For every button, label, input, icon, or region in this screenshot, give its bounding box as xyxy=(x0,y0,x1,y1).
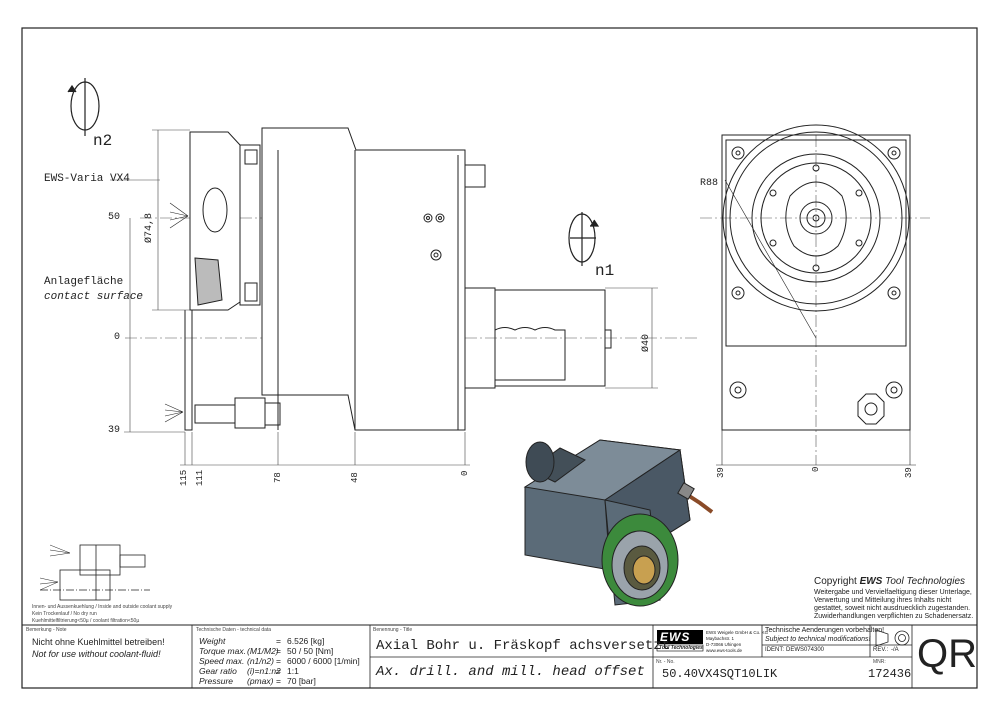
logo-text: EWS xyxy=(660,630,691,644)
tech-row-eq: = xyxy=(276,676,281,686)
rotation-label-n1: n1 xyxy=(595,262,615,280)
tech-data-table: Weight = 6.526 [kg] Torque max. (M1/M2) … xyxy=(199,636,369,686)
dim-right-0: 0 xyxy=(811,466,821,472)
tech-row-eq: = xyxy=(276,666,281,676)
label-anlageflaeche: Anlagefläche xyxy=(44,276,124,288)
iso-view xyxy=(523,439,714,607)
label-contact-surface: contact surface xyxy=(44,291,144,303)
coolant-note-1: Innen- und Aussenkuehlung / Inside and o… xyxy=(32,604,173,610)
tech-row-param: (n1/n2) xyxy=(247,656,274,666)
copyright-line-4: Zuwiderhandlungen verpflichten zu Schade… xyxy=(814,613,974,620)
rotation-symbol-n2 xyxy=(67,78,100,136)
remark-de: Nicht ohne Kuehlmittel betreiben! xyxy=(32,637,165,647)
dim-right-39-right: 39 xyxy=(904,467,914,478)
dim-39-left: 39 xyxy=(108,425,121,436)
sheet-border xyxy=(21,27,978,689)
part-number: 50.40VX4SQT10LIK xyxy=(662,667,778,681)
dim-d40: Ø40 xyxy=(641,333,652,352)
mnr-value: 172436 xyxy=(868,667,912,681)
tech-row-param: (M1/M2) xyxy=(247,646,279,656)
tech-row-label: Speed max. xyxy=(199,656,245,666)
label-ews-varia: EWS-Varia VX4 xyxy=(44,173,130,185)
title-en: Ax. drill. and mill. head offset xyxy=(376,664,645,680)
remark-header: Bemerkung - Note xyxy=(26,627,67,633)
rotation-symbol-n1 xyxy=(568,212,600,266)
coolant-schematic xyxy=(39,544,150,601)
nr-header: Nr. - No. xyxy=(656,659,675,665)
copyright-line-2: Verwertung und Mitteilung ihres Inhalts … xyxy=(814,597,952,604)
dim-50: 50 xyxy=(108,212,121,223)
tech-header: Technische Daten - technical data xyxy=(196,627,272,633)
ews-logo xyxy=(656,630,704,652)
tech-row: Speed max. (n1/n2) = 6000 / 6000 [1/min] xyxy=(199,656,369,666)
change-notice-en: Subject to technical modifications! xyxy=(765,636,871,643)
dim-bottom-48: 48 xyxy=(350,472,360,483)
tech-row-value: 50 / 50 [Nm] xyxy=(287,646,334,656)
tech-row: Torque max. (M1/M2) = 50 / 50 [Nm] xyxy=(199,646,369,656)
copyright-line-1: Weitergabe und Vervielfaeltigung dieser … xyxy=(814,589,972,596)
dim-right-39-left: 39 xyxy=(716,467,726,478)
side-dimensions xyxy=(110,129,658,466)
title-header: Benennung - Title xyxy=(373,627,413,633)
ident-label: IDENT: xyxy=(765,647,785,653)
tech-row: Weight = 6.526 [kg] xyxy=(199,636,369,646)
tech-row-label: Pressure xyxy=(199,676,234,686)
side-view xyxy=(125,127,700,431)
dim-bottom-115: 115 xyxy=(179,469,189,486)
company-line-4: www.ews-tools.de xyxy=(706,648,743,653)
tech-row: Pressure (pmax) = 70 [bar] xyxy=(199,676,369,686)
tech-row-value: 6.526 [kg] xyxy=(287,636,325,646)
rotation-label-n2: n2 xyxy=(93,132,113,150)
company-line-2: Maybachstr. 1 xyxy=(706,636,735,641)
rev-value: -/A xyxy=(891,647,899,653)
dim-bottom-111: 111 xyxy=(195,469,205,486)
tech-row: Gear ratio (i)=n1:n2 = 1:1 xyxy=(199,666,369,676)
company-line-3: D-73066 Uhingen xyxy=(706,642,742,647)
logo-subtext: Tool Technologies xyxy=(659,645,703,651)
tech-row-param: (i)=n1:n2 xyxy=(247,666,281,676)
dim-bottom-0: 0 xyxy=(460,470,470,476)
copyright-heading: Copyright EWS Tool Technologies xyxy=(814,576,966,587)
title-de: Axial Bohr u. Fräskopf achsversetzt xyxy=(376,638,671,654)
title-block-grid xyxy=(191,625,913,688)
dim-0: 0 xyxy=(114,332,121,343)
projection-symbol-icon xyxy=(875,629,910,647)
ident-value: DEWS074300 xyxy=(786,647,825,653)
coolant-note-2: Kein Trockenlauf / No dry run xyxy=(32,611,97,617)
dim-d748: Ø74,8 xyxy=(144,212,155,243)
tech-row-label: Torque max. xyxy=(199,646,246,656)
dim-r88: R88 xyxy=(700,178,719,189)
company-line-1: EWS Weigele GmbH & Co. KG xyxy=(706,630,769,635)
tech-row-eq: = xyxy=(276,656,281,666)
tech-row-value: 1:1 xyxy=(287,666,299,676)
qr-code-label: QR xyxy=(917,632,977,676)
tech-row-eq: = xyxy=(276,636,281,646)
tech-row-label: Weight xyxy=(199,636,226,646)
change-notice-de: Technische Aenderungen vorbehalten! xyxy=(765,627,885,634)
tech-row-param: (pmax) xyxy=(247,676,274,686)
tech-row-eq: = xyxy=(276,646,281,656)
rev-label: REV.: xyxy=(873,647,889,653)
tech-row-value: 6000 / 6000 [1/min] xyxy=(287,656,360,666)
tech-row-label: Gear ratio xyxy=(199,666,237,676)
dim-bottom-78: 78 xyxy=(273,472,283,483)
remark-en: Not for use without coolant-fluid! xyxy=(32,649,161,659)
copyright-line-3: gestattet, soweit nicht ausdruecklich zu… xyxy=(814,605,971,612)
coolant-note-3: Kuehlmittelfiltrierung<50µ / coolant fil… xyxy=(32,618,140,624)
front-view xyxy=(700,124,930,466)
mnr-label: MNR: xyxy=(873,659,886,665)
tech-row-value: 70 [bar] xyxy=(287,676,316,686)
